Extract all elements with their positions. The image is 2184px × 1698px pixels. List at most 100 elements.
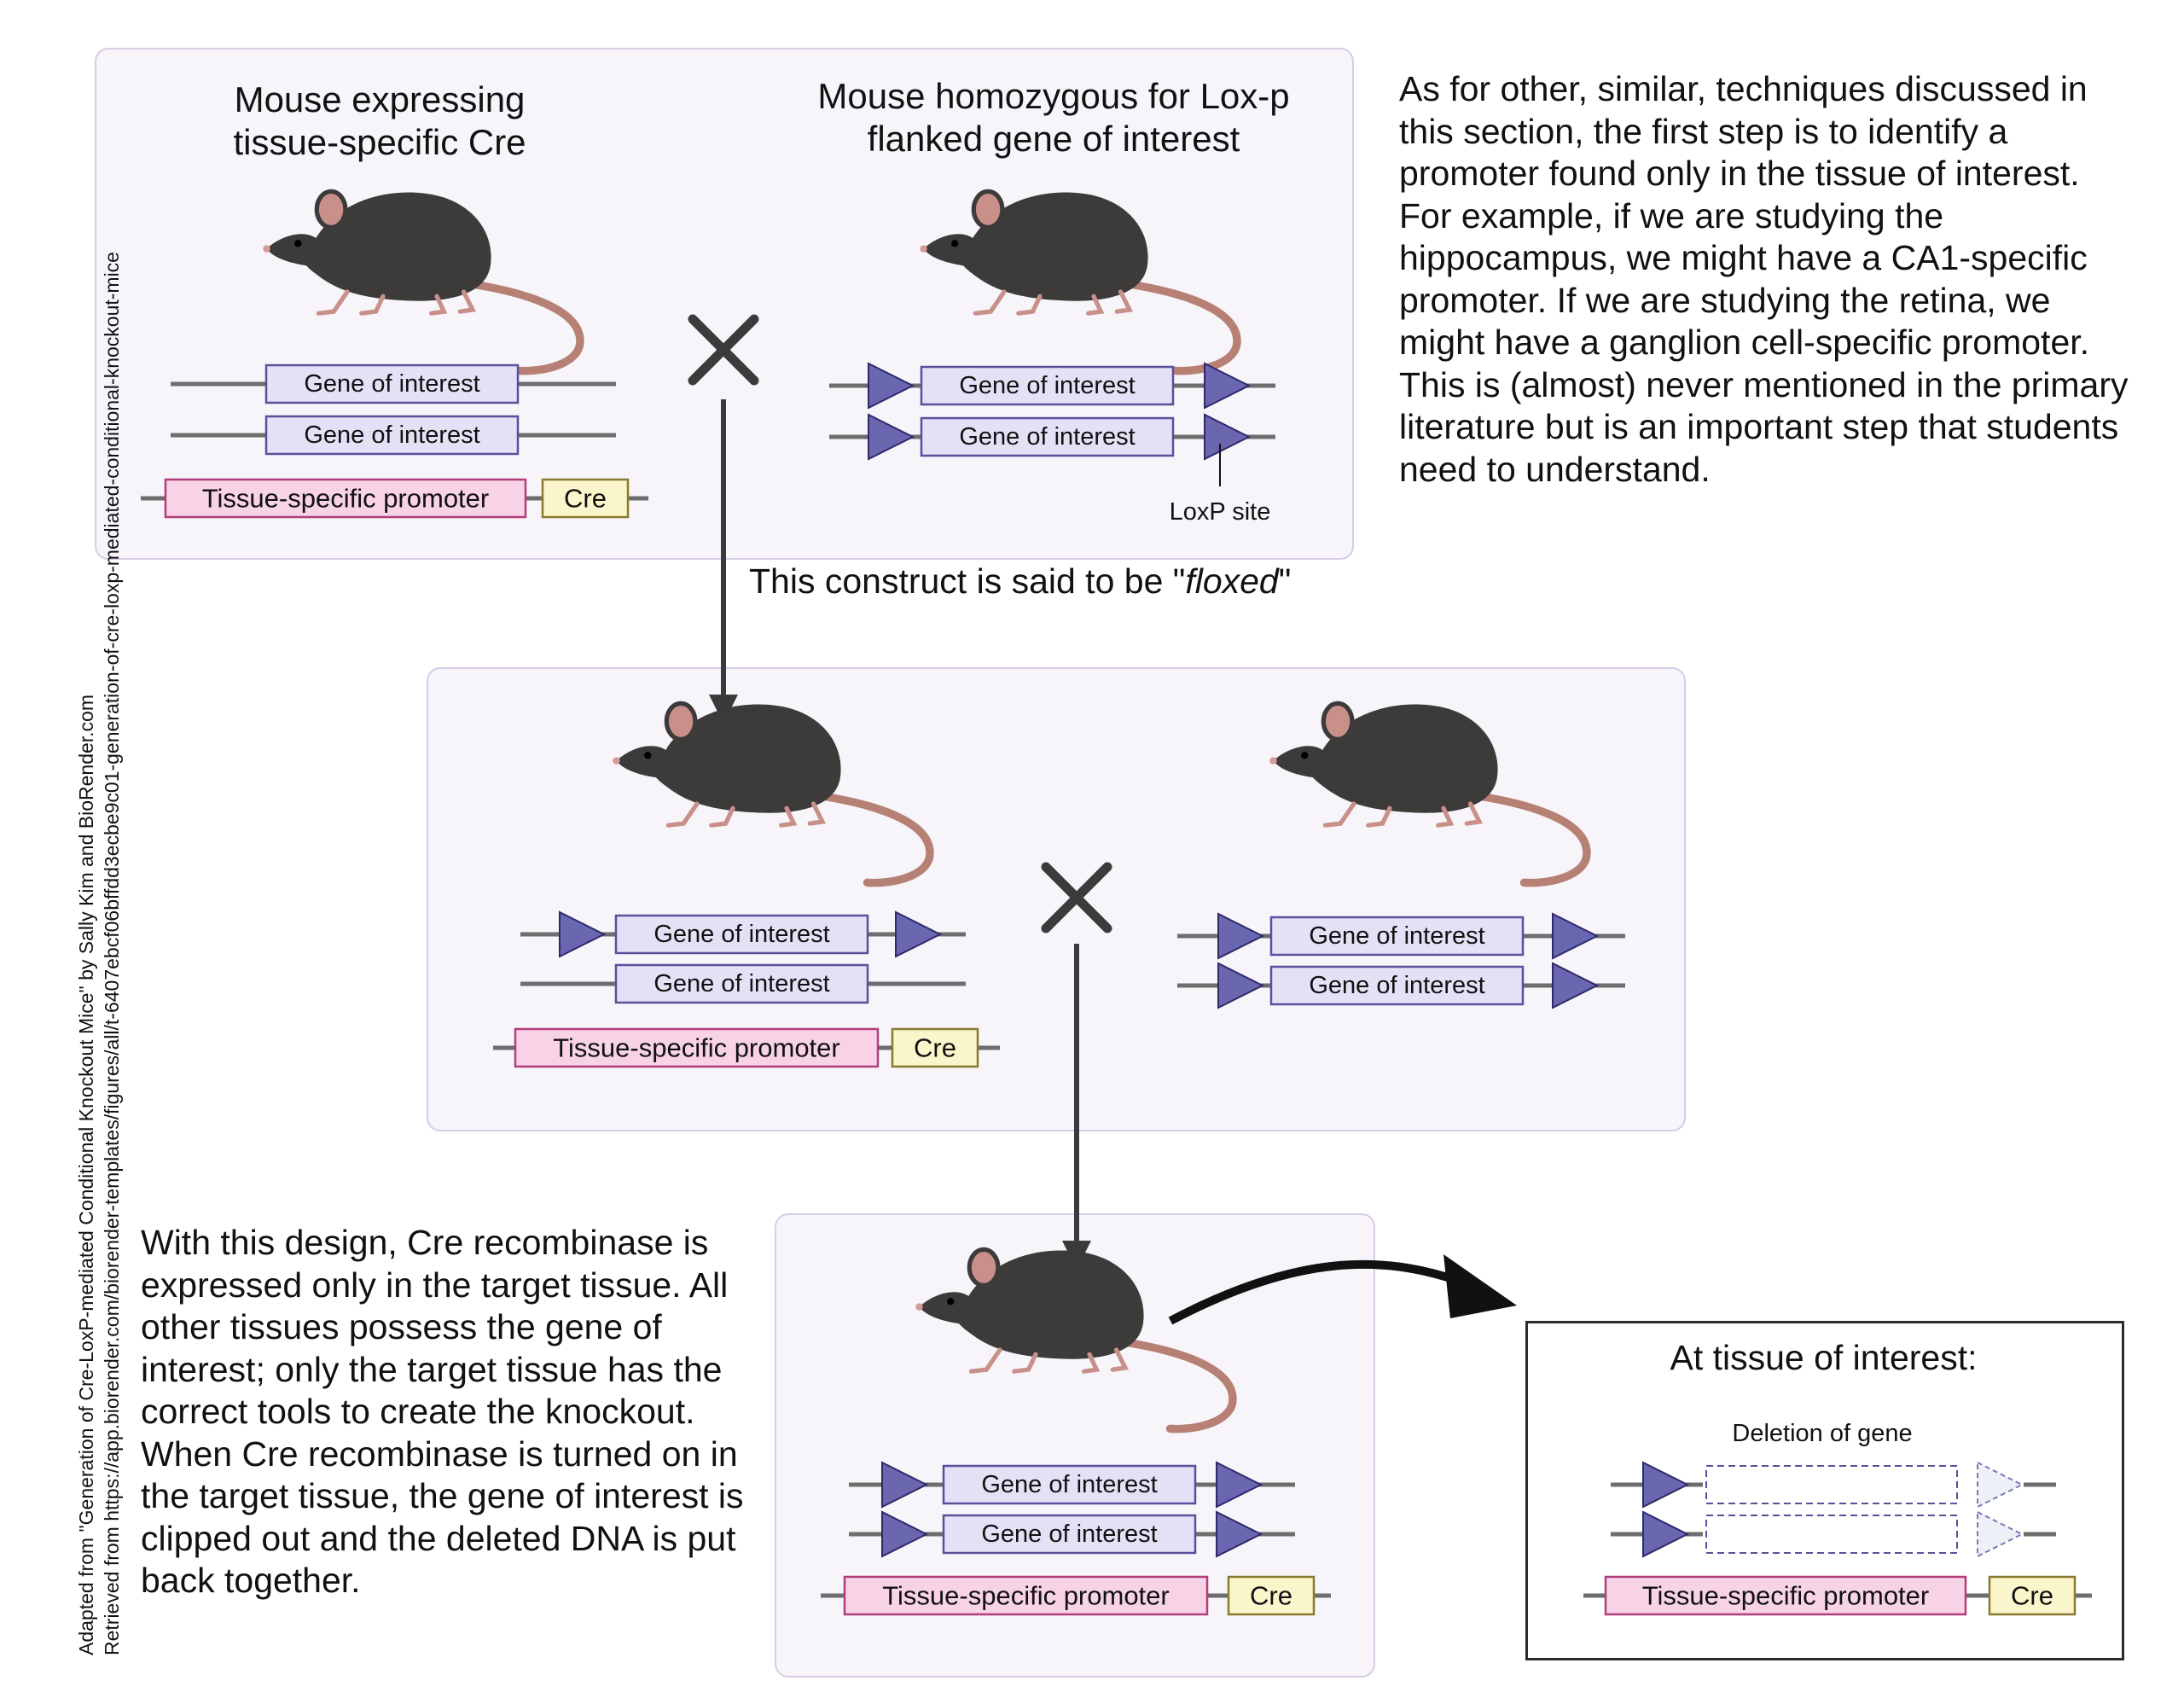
mouse-feet — [665, 801, 826, 828]
promoter-box — [1604, 1575, 1967, 1616]
deletion-label: Deletion of gene — [1732, 1420, 1912, 1447]
gene-box — [1269, 965, 1525, 1006]
mouse-ear — [1321, 701, 1355, 742]
gene-box — [264, 415, 520, 456]
gene-label: Gene of interest — [1309, 972, 1484, 999]
loxp-site-icon — [1552, 912, 1600, 960]
loxp-site-icon — [895, 910, 943, 958]
mouse-icon — [1269, 701, 1591, 887]
result-arrow-curve — [1168, 1259, 1462, 1325]
deleted-gene-placeholder — [1705, 1465, 1958, 1504]
cre-box — [541, 478, 630, 519]
floxed-prefix: This construct is said to be " — [749, 561, 1186, 601]
mouse-body — [958, 192, 1148, 301]
promoter-box — [514, 1027, 880, 1068]
floxed-word: floxed — [1185, 561, 1279, 601]
loxp-site-icon — [1552, 962, 1600, 1009]
mouse-nose — [920, 245, 927, 253]
gene-label: Gene of interest — [653, 921, 829, 948]
loxp-site-icon — [881, 1510, 929, 1558]
loxp-site-icon — [1642, 1510, 1690, 1558]
mouse-head — [266, 234, 317, 267]
mouse-eye — [947, 1298, 955, 1305]
mouse-ear — [664, 701, 698, 742]
floxed-caption: This construct is said to be "floxed" — [749, 561, 1291, 602]
mouse-head — [923, 234, 973, 267]
mouse-body — [301, 192, 491, 301]
gene-label: Gene of interest — [1309, 922, 1484, 950]
mouse-tail — [1116, 278, 1241, 375]
loxp-site-icon — [1204, 413, 1252, 461]
mouse-eye — [294, 240, 302, 247]
loxp-site-icon — [1216, 1461, 1263, 1509]
mouse-head — [1273, 746, 1323, 779]
mouse-eye — [644, 752, 652, 759]
mouse-feet — [316, 289, 476, 316]
paragraph-bottom: With this design, Cre recombinase is exp… — [141, 1223, 744, 1600]
gene-box — [1269, 916, 1525, 957]
right-mouse-title: Mouse homozygous for Lox-p flanked gene … — [817, 76, 1290, 159]
cross-icon — [1041, 862, 1112, 933]
promoter-box — [843, 1575, 1209, 1616]
gene-box — [942, 1514, 1197, 1555]
gene-box — [614, 963, 869, 1004]
gene-label: Gene of interest — [304, 370, 479, 398]
mouse-feet — [973, 289, 1133, 316]
paragraph-top: As for other, similar, techniques discus… — [1399, 69, 2129, 489]
cre-label: Cre — [2011, 1581, 2053, 1611]
mouse-eye — [951, 240, 959, 247]
cre-box — [1227, 1575, 1316, 1616]
gene-box — [942, 1464, 1197, 1505]
mouse-body — [1308, 704, 1498, 813]
floxed-suffix: " — [1278, 561, 1292, 601]
gene-box — [920, 416, 1175, 457]
cre-box — [891, 1027, 979, 1068]
mouse-ear — [971, 189, 1005, 230]
promoter-label: Tissue-specific promoter — [202, 484, 490, 514]
mouse-head — [919, 1292, 969, 1325]
arrow-head-icon — [709, 695, 738, 724]
mouse-tail — [1466, 790, 1591, 887]
mouse-body — [651, 704, 841, 813]
gene-label: Gene of interest — [304, 422, 479, 449]
mouse-tail — [459, 278, 584, 375]
mouse-feet — [968, 1347, 1129, 1374]
loxp-site-remnant-icon — [1977, 1510, 2024, 1558]
mouse-body — [954, 1250, 1144, 1359]
mouse-nose — [263, 245, 270, 253]
gene-label: Gene of interest — [981, 1471, 1157, 1498]
loxp-site-icon — [881, 1461, 929, 1509]
gene-label: Gene of interest — [653, 970, 829, 997]
gene-label: Gene of interest — [981, 1521, 1157, 1548]
cre-box — [1988, 1575, 2077, 1616]
promoter-label: Tissue-specific promoter — [1642, 1581, 1930, 1611]
cre-label: Cre — [914, 1033, 956, 1063]
loxp-site-icon — [868, 413, 915, 461]
loxp-site-icon — [1642, 1461, 1690, 1509]
cre-label: Cre — [564, 484, 607, 514]
mouse-icon — [915, 1247, 1237, 1433]
loxp-site-label: LoxP site — [1170, 498, 1271, 526]
mouse-nose — [613, 757, 620, 765]
mouse-icon — [613, 701, 934, 887]
loxp-site-icon — [1204, 362, 1252, 410]
loxp-site-icon — [559, 910, 607, 958]
mouse-tail — [1112, 1336, 1237, 1433]
promoter-label: Tissue-specific promoter — [553, 1033, 840, 1063]
loxp-site-remnant-icon — [1977, 1461, 2024, 1509]
result-box-title: At tissue of interest: — [1670, 1338, 1978, 1377]
mouse-ear — [314, 189, 348, 230]
gene-box — [264, 363, 520, 404]
mouse-head — [616, 746, 666, 779]
cross-icon — [688, 314, 759, 386]
gene-label: Gene of interest — [959, 423, 1135, 451]
promoter-label: Tissue-specific promoter — [882, 1581, 1170, 1611]
loxp-site-icon — [868, 362, 915, 410]
mouse-icon — [920, 189, 1241, 375]
mouse-ear — [967, 1247, 1001, 1288]
mouse-tail — [809, 790, 934, 887]
result-arrow-head-icon — [1443, 1254, 1517, 1318]
gene-label: Gene of interest — [959, 372, 1135, 399]
mouse-nose — [915, 1303, 923, 1311]
